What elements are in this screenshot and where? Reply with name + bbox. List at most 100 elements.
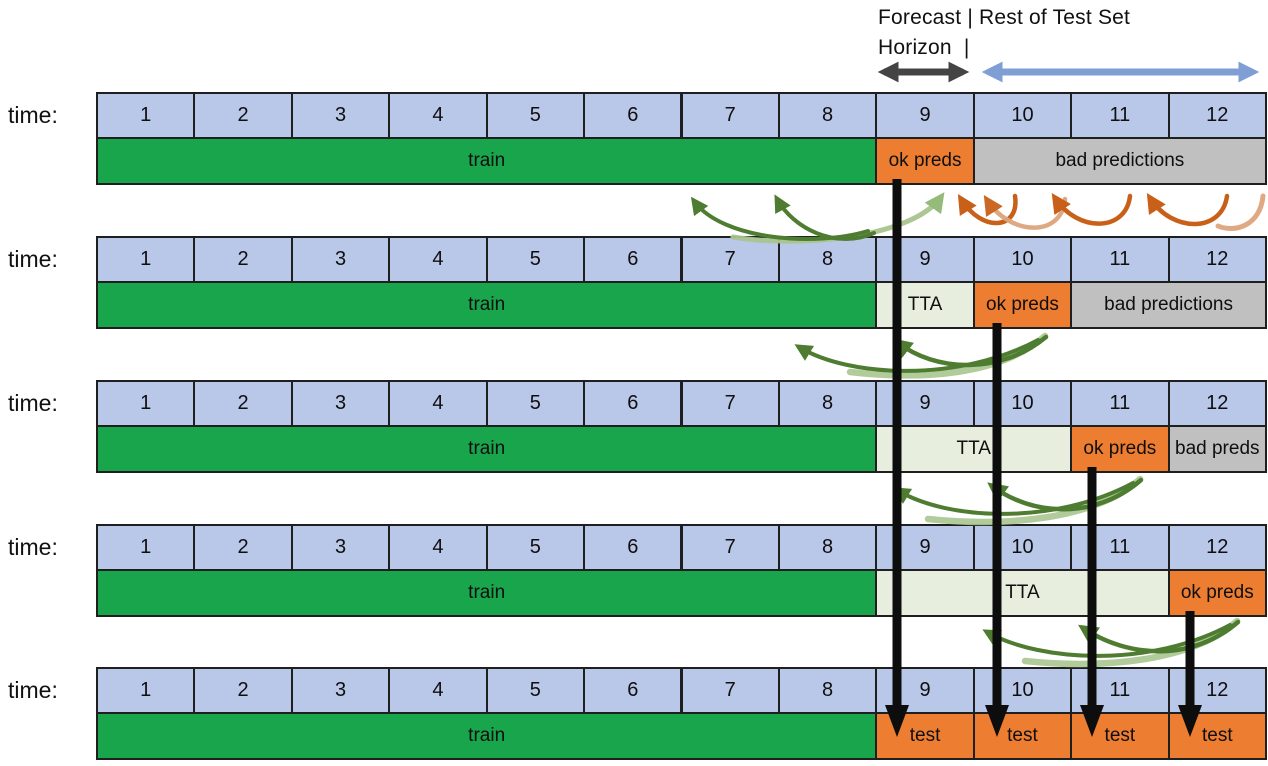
timeline-cell: 8 <box>777 524 878 571</box>
timeline-cell: 7 <box>680 92 780 139</box>
ok-preds-segment: ok preds <box>1070 425 1170 473</box>
forecast-horizon-rest-label: Forecast | Rest of Test Set <box>878 6 1131 29</box>
bad-prediction-arrow <box>957 193 1018 226</box>
tta-update-arrow <box>730 192 945 244</box>
timeline-cell: 10 <box>972 92 1073 139</box>
timeline-cell: 5 <box>485 667 586 714</box>
timeline-cell: 11 <box>1070 667 1170 714</box>
timeline-cell: 5 <box>485 92 586 139</box>
timeline-cell: 1 <box>96 524 196 571</box>
timeline-cell: 4 <box>388 236 488 283</box>
timeline-cell: 1 <box>96 236 196 283</box>
timeline-cell: 8 <box>777 667 878 714</box>
ok-preds-segment: ok preds <box>875 137 975 185</box>
timeline-cell: 3 <box>290 524 391 571</box>
train-segment: train <box>96 569 878 617</box>
timeline-cell: 9 <box>875 667 975 714</box>
timeline-cell: 4 <box>388 92 488 139</box>
timeline-cell: 5 <box>485 380 586 427</box>
test-segment: test <box>1070 712 1170 760</box>
time-label: time: <box>8 390 58 416</box>
timeline-cell: 6 <box>583 667 683 714</box>
timeline-cell: 1 <box>96 92 196 139</box>
tta-update-arrow-tail <box>924 475 1144 526</box>
tta-update-arrow <box>774 194 876 241</box>
timeline-cell: 11 <box>1070 380 1170 427</box>
timeline-cell: 11 <box>1070 236 1170 283</box>
train-segment: train <box>96 712 878 760</box>
timeline-cell: 9 <box>875 380 975 427</box>
bad-prediction-arrow <box>1051 193 1133 226</box>
bad-preds-segment: bad predictions <box>1070 281 1267 329</box>
timeline-cell: 6 <box>583 236 683 283</box>
tta-segment: TTA <box>875 569 1170 617</box>
tta-update-arrow <box>987 477 1144 512</box>
timeline-cell: 9 <box>875 236 975 283</box>
ok-preds-segment: ok preds <box>1167 569 1267 617</box>
timeline-cell: 2 <box>193 667 293 714</box>
timeline-cell: 10 <box>972 236 1073 283</box>
timeline-cell: 3 <box>290 380 391 427</box>
timeline-cell: 7 <box>680 524 780 571</box>
bad-prediction-arrow <box>1146 192 1230 227</box>
test-segment: test <box>1167 712 1267 760</box>
timeline-cell: 1 <box>96 380 196 427</box>
timeline-cell: 10 <box>972 380 1073 427</box>
timeline-cell: 4 <box>388 524 488 571</box>
timeline-cell: 7 <box>680 667 780 714</box>
tta-segment: TTA <box>875 281 975 329</box>
time-label: time: <box>8 102 58 128</box>
timeline-cell: 4 <box>388 667 488 714</box>
timeline-cell: 8 <box>777 380 878 427</box>
timeline-cell: 10 <box>972 524 1073 571</box>
timeline-cell: 11 <box>1070 92 1170 139</box>
timeline-cell: 8 <box>777 236 878 283</box>
timeline-cell: 12 <box>1167 667 1267 714</box>
timeline-cell: 7 <box>680 380 780 427</box>
timeline-cell: 2 <box>193 236 293 283</box>
train-segment: train <box>96 425 878 473</box>
bad-prediction-arrow <box>983 194 1068 230</box>
timeline-cell: 12 <box>1167 92 1267 139</box>
tta-update-arrow-tail <box>1021 617 1241 668</box>
forecast-horizon-label-line2: Horizon | <box>878 36 970 59</box>
tta-update-arrow <box>892 334 1049 368</box>
timeline-cell: 2 <box>193 92 293 139</box>
timeline-cell: 5 <box>485 524 586 571</box>
train-segment: train <box>96 281 878 329</box>
timeline-cell: 6 <box>583 92 683 139</box>
timeline-cell: 7 <box>680 236 780 283</box>
test-segment: test <box>972 712 1073 760</box>
time-label: time: <box>8 246 58 272</box>
timeline-cell: 3 <box>290 92 391 139</box>
tta-update-arrow-tail <box>846 332 1049 379</box>
timeline-cell: 12 <box>1167 380 1267 427</box>
timeline-cell: 9 <box>875 92 975 139</box>
time-label: time: <box>8 677 58 703</box>
timeline-cell: 6 <box>583 524 683 571</box>
bad-preds-segment: bad predictions <box>972 137 1267 185</box>
timeline-cell: 4 <box>388 380 488 427</box>
ok-preds-segment: ok preds <box>972 281 1073 329</box>
tta-update-arrow <box>892 481 1135 516</box>
timeline-cell: 10 <box>972 667 1073 714</box>
train-segment: train <box>96 137 878 185</box>
tta-update-arrow <box>794 338 1040 373</box>
timeline-cell: 11 <box>1070 524 1170 571</box>
timeline-cell: 5 <box>485 236 586 283</box>
test-segment: test <box>875 712 975 760</box>
bad-prediction-arrow-tail <box>1215 193 1266 231</box>
timeline-cell: 3 <box>290 236 391 283</box>
timeline-cell: 8 <box>777 92 878 139</box>
timeline-cell: 2 <box>193 380 293 427</box>
tta-segment: TTA <box>875 425 1073 473</box>
timeline-cell: 9 <box>875 524 975 571</box>
timeline-cell: 6 <box>583 380 683 427</box>
bad-preds-segment: bad preds <box>1167 425 1267 473</box>
tta-update-arrow <box>1078 619 1241 654</box>
timeline-cell: 2 <box>193 524 293 571</box>
tta-update-arrow <box>690 196 870 241</box>
timeline-cell: 12 <box>1167 524 1267 571</box>
timeline-cell: 12 <box>1167 236 1267 283</box>
